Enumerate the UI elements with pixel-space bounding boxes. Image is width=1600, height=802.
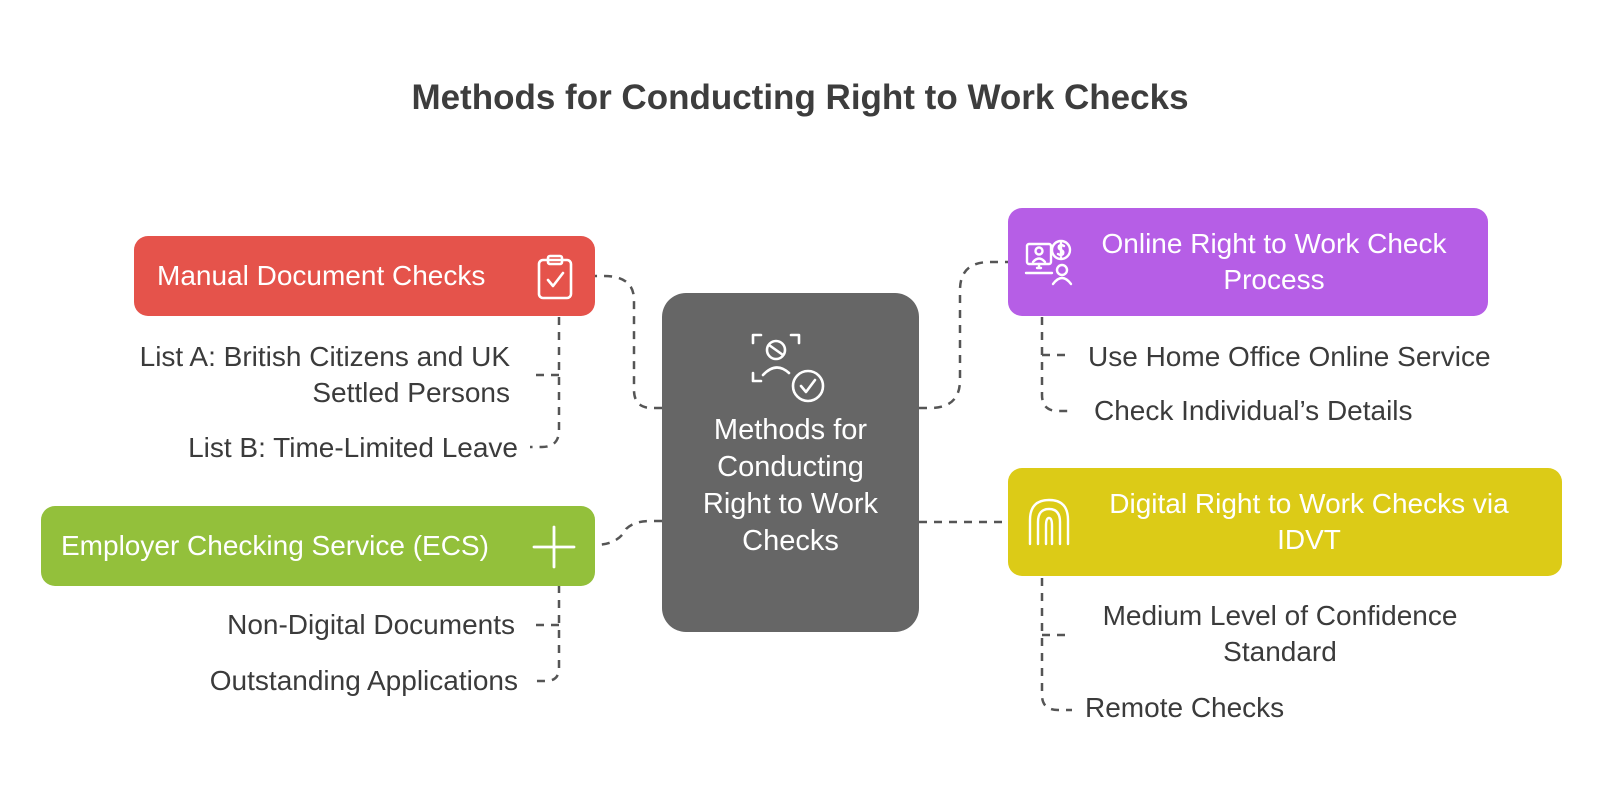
clipboard-check-icon: [535, 253, 575, 310]
manual-item-list-b: List B: Time-Limited Leave: [188, 432, 518, 463]
branch-digital-idvt: Digital Right to Work Checks via IDVT: [1008, 468, 1562, 576]
digital-item-medium-confidence: Medium Level of Confidence Standard: [1102, 600, 1458, 667]
branch-online-right-to-work: Online Right to Work Check Process: [1008, 208, 1488, 316]
connector-center-online: [919, 260, 1008, 410]
branch-ecs-label: Employer Checking Service (ECS): [61, 530, 489, 561]
connector-online-items: [1040, 317, 1072, 413]
ecs-item-outstanding: Outstanding Applications: [209, 665, 518, 696]
diagram-title: Methods for Conducting Right to Work Che…: [411, 78, 1189, 117]
central-topic: Methods for Conducting Right to Work Che…: [662, 293, 919, 632]
branch-employer-checking-service: Employer Checking Service (ECS): [41, 506, 595, 586]
branch-manual-document-checks: Manual Document Checks: [134, 236, 595, 316]
ecs-item-non-digital: Non-Digital Documents: [227, 609, 515, 640]
connector-ecs-items: [530, 585, 561, 683]
face-scan-check-icon: [751, 333, 825, 403]
connector-center-ecs: [593, 519, 662, 547]
connector-manual-items: [530, 317, 561, 449]
manual-item-list-a: List A: British Citizens and UK Settled …: [139, 341, 510, 408]
fingerprint-icon: [1026, 496, 1072, 559]
connector-digital-items: [1040, 578, 1072, 712]
branch-online-label: Online Right to Work Check Process: [1101, 228, 1447, 295]
plus-icon: [531, 524, 577, 579]
online-item-home-office: Use Home Office Online Service: [1088, 341, 1491, 372]
connector-center-manual: [594, 274, 662, 410]
digital-item-remote-checks: Remote Checks: [1085, 692, 1285, 723]
online-payment-user-icon: [1024, 238, 1074, 295]
central-topic-label: Methods for Conducting Right to Work Che…: [702, 414, 879, 557]
branch-digital-label: Digital Right to Work Checks via IDVT: [1109, 488, 1509, 555]
branch-manual-label: Manual Document Checks: [157, 260, 486, 291]
online-item-check-details: Check Individual’s Details: [1094, 395, 1413, 426]
